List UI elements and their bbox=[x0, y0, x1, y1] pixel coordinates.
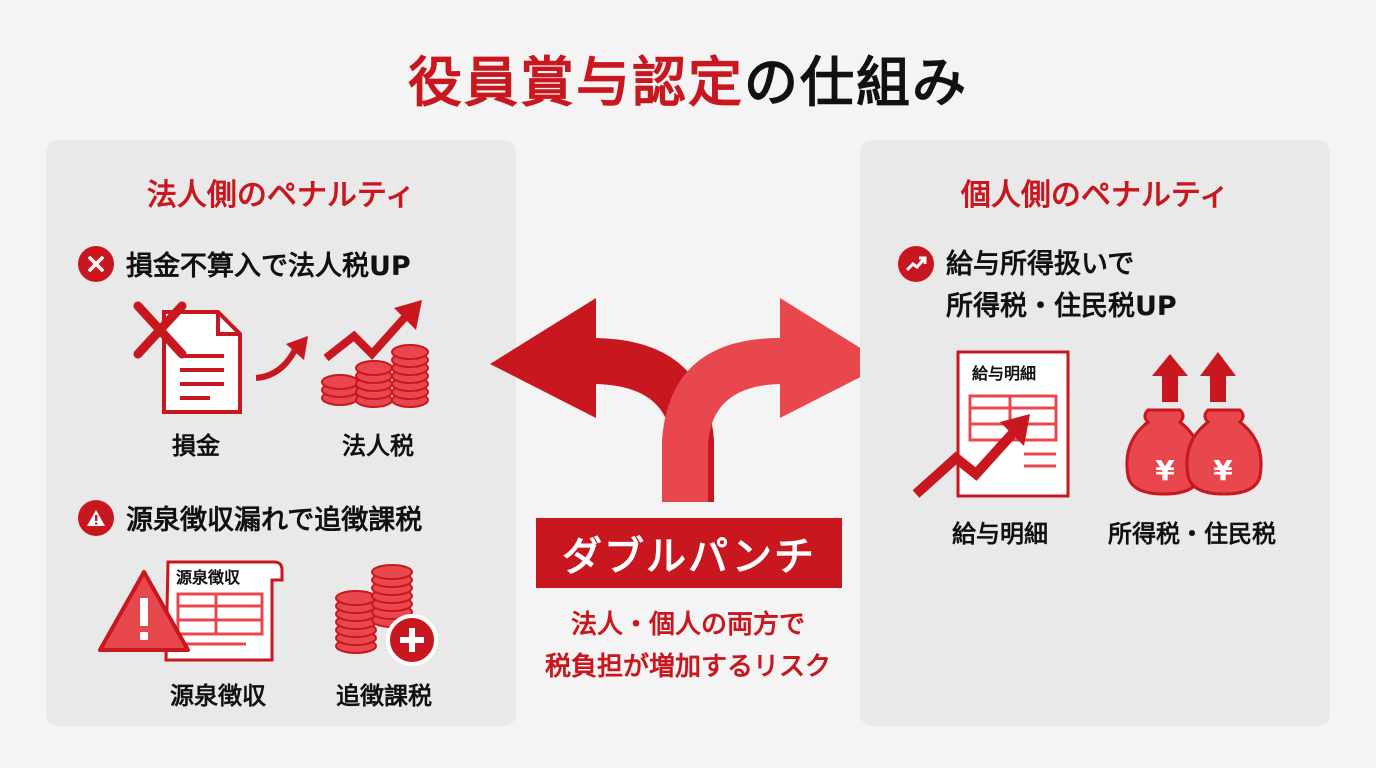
corporate-item-2: 源泉徴収漏れで追徴課税 bbox=[78, 498, 422, 537]
rising-coins-icon bbox=[321, 300, 429, 408]
yen-symbol-1: ¥ bbox=[1155, 454, 1175, 487]
corporate-tax-label: 法人税 bbox=[342, 432, 414, 460]
income-resident-tax-label: 所得税・住民税 bbox=[1108, 520, 1276, 548]
double-punch-note-line-2: 税負担が増加するリスク bbox=[544, 652, 831, 682]
yen-symbol-2: ¥ bbox=[1213, 454, 1233, 487]
payslip-doc-header: 給与明細 bbox=[972, 364, 1037, 383]
loss-document-icon bbox=[133, 301, 242, 414]
individual-penalty-heading: 個人側のペナルティ bbox=[960, 178, 1230, 213]
payslip-label: 給与明細 bbox=[952, 520, 1048, 548]
title-red-part: 役員賞与認定 bbox=[408, 51, 744, 114]
withholding-doc-header: 源泉徴収 bbox=[176, 568, 241, 587]
individual-item-1-text: 給与所得扱いで 所得税・住民税UP bbox=[946, 244, 1177, 328]
double-punch-badge: ダブルパンチ bbox=[536, 518, 842, 588]
additional-tax-label: 追徴課税 bbox=[336, 682, 432, 710]
diverging-arrows-icon bbox=[490, 298, 886, 502]
withholding-label: 源泉徴収 bbox=[170, 682, 266, 710]
page-title: 役員賞与認定の仕組み bbox=[0, 38, 1376, 117]
warning-circle-icon bbox=[78, 499, 114, 536]
money-bags-icon bbox=[1125, 352, 1263, 496]
payslip-icon bbox=[912, 350, 1070, 498]
curved-arrow-icon bbox=[255, 336, 308, 381]
x-circle-icon bbox=[78, 245, 114, 282]
withholding-document-icon bbox=[98, 560, 284, 662]
corporate-item-2-text: 源泉徴収漏れで追徴課税 bbox=[126, 505, 423, 536]
individual-item-1: 給与所得扱いで 所得税・住民税UP bbox=[898, 244, 1177, 328]
title-black-part: の仕組み bbox=[744, 51, 968, 114]
corporate-item-1-text: 損金不算入で法人税UP bbox=[126, 251, 411, 282]
loss-label: 損金 bbox=[172, 432, 220, 460]
trend-up-circle-icon bbox=[898, 246, 934, 282]
additional-tax-coins-icon bbox=[335, 564, 438, 666]
corporate-penalty-heading: 法人側のペナルティ bbox=[146, 178, 416, 213]
corporate-item-1: 損金不算入で法人税UP bbox=[78, 244, 411, 283]
double-punch-note-line-1: 法人・個人の両方で bbox=[570, 610, 805, 640]
individual-item-1-line-2: 所得税・住民税UP bbox=[946, 291, 1177, 322]
individual-item-1-line-1: 給与所得扱いで bbox=[946, 249, 1135, 280]
